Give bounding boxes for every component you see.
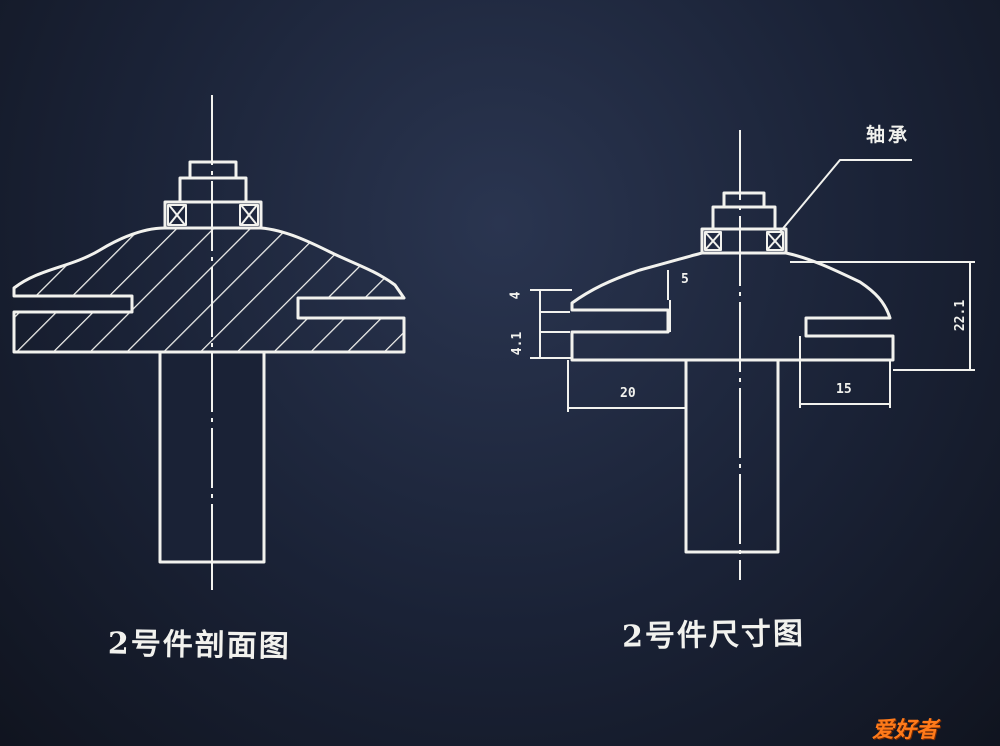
dim-left-vertical-small: 4: [508, 291, 524, 300]
section-view: [12, 95, 406, 590]
left-hatched-body: [12, 226, 406, 354]
watermark-logo: 爱好者: [872, 718, 939, 743]
dim-left-vertical-large: 4.1: [510, 331, 526, 356]
right-nut-mid: [711, 205, 777, 231]
dim-top-small: 5: [681, 272, 689, 287]
dimension-view: [530, 130, 975, 580]
right-shaft: [684, 358, 780, 554]
dim-left-bottom-width: 20: [620, 386, 636, 401]
right-bearing-cross-right: [766, 231, 784, 251]
right-body-outline: [570, 251, 895, 362]
dim-right-bottom-width: 15: [836, 382, 852, 397]
bearing-callout-label: 轴承: [866, 124, 911, 146]
right-caption: 2号件尺寸图: [621, 616, 806, 655]
dim-right-vertical: 22.1: [953, 299, 969, 332]
right-nut-top: [722, 191, 766, 209]
left-bearing-cross-right: [239, 204, 259, 226]
left-caption: 2号件剖面图: [107, 626, 292, 665]
callout-leader: [779, 159, 912, 233]
right-bearing-cross-left: [704, 231, 722, 251]
dimension-lines: [530, 261, 975, 412]
left-bearing-cross-left: [167, 204, 187, 226]
